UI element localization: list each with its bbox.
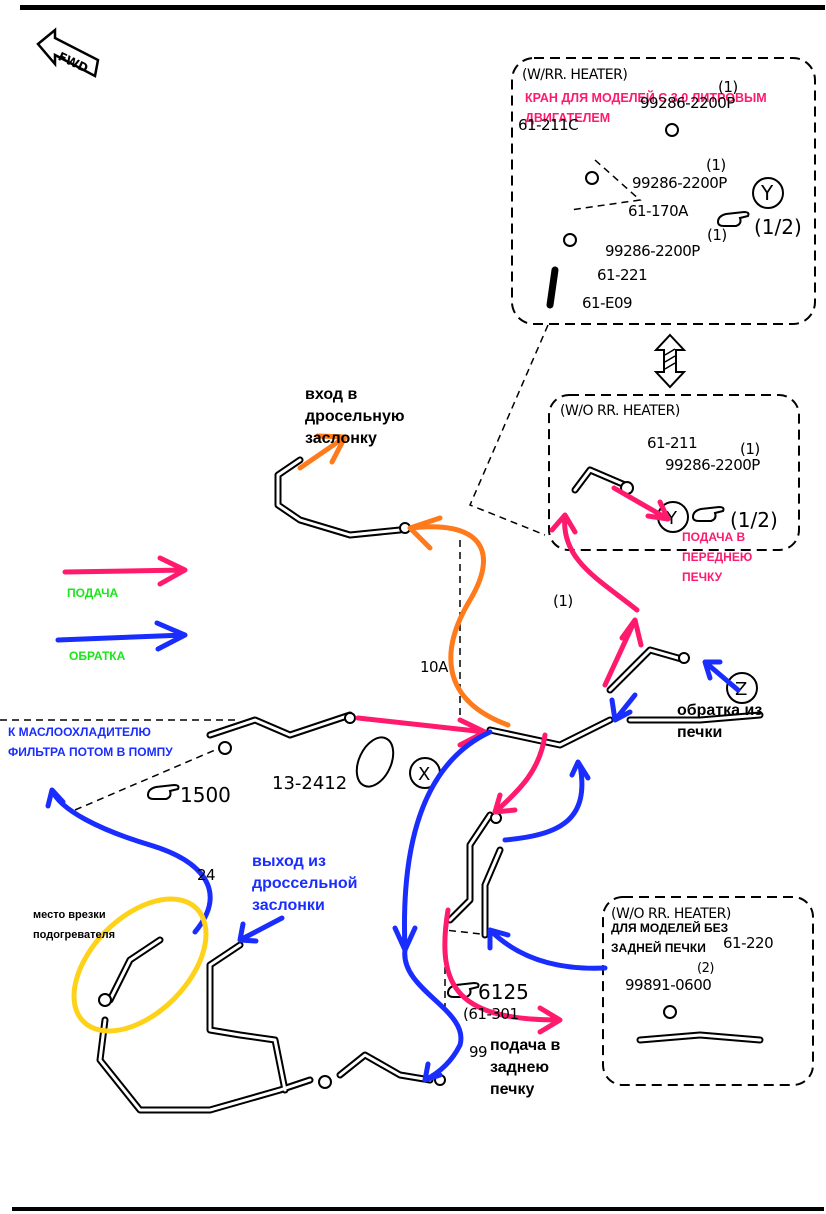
heater-return-annotation: обратка из печки	[677, 702, 763, 741]
box-with-rear-heater-note: КРАН ДЛЯ МОДЕЛЕЙ С 3.0 ЛИТРОВЫМ ДВИГАТЕЛ…	[525, 91, 767, 125]
box-without-rear-heater-bottom-title: (W/O RR. HEATER)	[611, 906, 731, 922]
ref-1500-label: 1500	[180, 783, 231, 807]
svg-text:Z: Z	[735, 679, 747, 700]
heater-tap-annotation: место врезки подогревателя	[33, 909, 115, 941]
legend-supply-label: ПОДАЧА	[67, 586, 119, 600]
throttle-feed-line	[407, 515, 511, 728]
sub-part-61-301-label: (61-301	[463, 1005, 519, 1023]
front-heater-supply-note: ПОДАЧА В ПЕРЕДНЕЮ ПЕЧКУ	[682, 530, 753, 584]
box-without-rear-heater-top-title: (W/O RR. HEATER)	[560, 403, 680, 419]
svg-text:Y: Y	[665, 508, 678, 529]
clamp-13-2412-label: 13-2412	[272, 773, 348, 794]
alternative-option-icon	[653, 333, 687, 389]
part-99286-2200p: 99286-2200P	[632, 174, 727, 192]
ref-page-label: (1/2)	[730, 508, 778, 532]
qty-1: (1)	[740, 440, 760, 458]
throttle-inlet-annotation: вход в дросельную заслонку	[305, 386, 405, 447]
fwd-direction-icon: FWD	[36, 27, 100, 78]
box-with-rear-heater-title: (W/RR. HEATER)	[522, 67, 628, 83]
svg-text:X: X	[418, 764, 430, 785]
part-99286-2200p: 99286-2200P	[665, 456, 760, 474]
throttle-inlet-arrow	[297, 433, 348, 471]
flow-arrows	[45, 433, 741, 1083]
top-rule	[20, 5, 825, 10]
qty-1: (1)	[706, 156, 726, 174]
qty-1-main: (1)	[553, 592, 573, 610]
pointing-hand-icon	[146, 210, 750, 998]
label-10a: 10A	[420, 658, 448, 676]
part-99286-2200p: 99286-2200P	[640, 94, 735, 112]
oil-cooler-annotation: К МАСЛООХЛАДИТЕЛЮ ФИЛЬТРА ПОТОМ В ПОМПУ	[8, 725, 173, 759]
qty-2: (2)	[697, 961, 714, 976]
hose-line-art-inner	[98, 458, 762, 1112]
box-with-rear-heater	[511, 57, 816, 325]
part-61-211c: 61-211C	[518, 116, 579, 134]
ref-page-label: (1/2)	[754, 215, 802, 239]
heater-tap-marker	[71, 896, 209, 1034]
label-24: 24	[197, 866, 216, 884]
rear-heater-supply-annotation: подача в заднею печку	[490, 1037, 561, 1098]
box-without-rear-heater-bottom-note: ДЛЯ МОДЕЛЕЙ БЕЗ ЗАДНЕЙ ПЕЧКИ	[611, 921, 729, 955]
ref-circle-z: Z	[726, 672, 758, 704]
part-61-221: 61-221	[597, 266, 648, 284]
part-99891-0600: 99891-0600	[625, 976, 712, 994]
qty-1: (1)	[707, 226, 727, 244]
throttle-outlet-annotation: выход из дроссельной заслонки	[252, 853, 358, 914]
box-without-rear-heater-bottom	[602, 896, 814, 1086]
box-without-rear-heater-top	[548, 394, 800, 551]
ref-6125-label: 6125	[478, 980, 529, 1004]
bottom-rule	[12, 1207, 824, 1211]
part-61-220: 61-220	[723, 934, 774, 952]
legend-supply-arrow	[62, 555, 188, 587]
ref-circle-y-top: Y	[752, 177, 784, 209]
svg-text:Y: Y	[760, 181, 774, 205]
legend-return-arrow	[55, 620, 188, 652]
legend-return-label: ОБРАТКА	[69, 649, 126, 663]
part-61-170a: 61-170A	[628, 202, 688, 220]
qty-1: (1)	[718, 78, 738, 96]
part-61-e09: 61-E09	[582, 294, 633, 312]
label-99: 99	[469, 1043, 488, 1061]
part-61-211: 61-211	[647, 434, 698, 452]
part-99286-2200p: 99286-2200P	[605, 242, 700, 260]
